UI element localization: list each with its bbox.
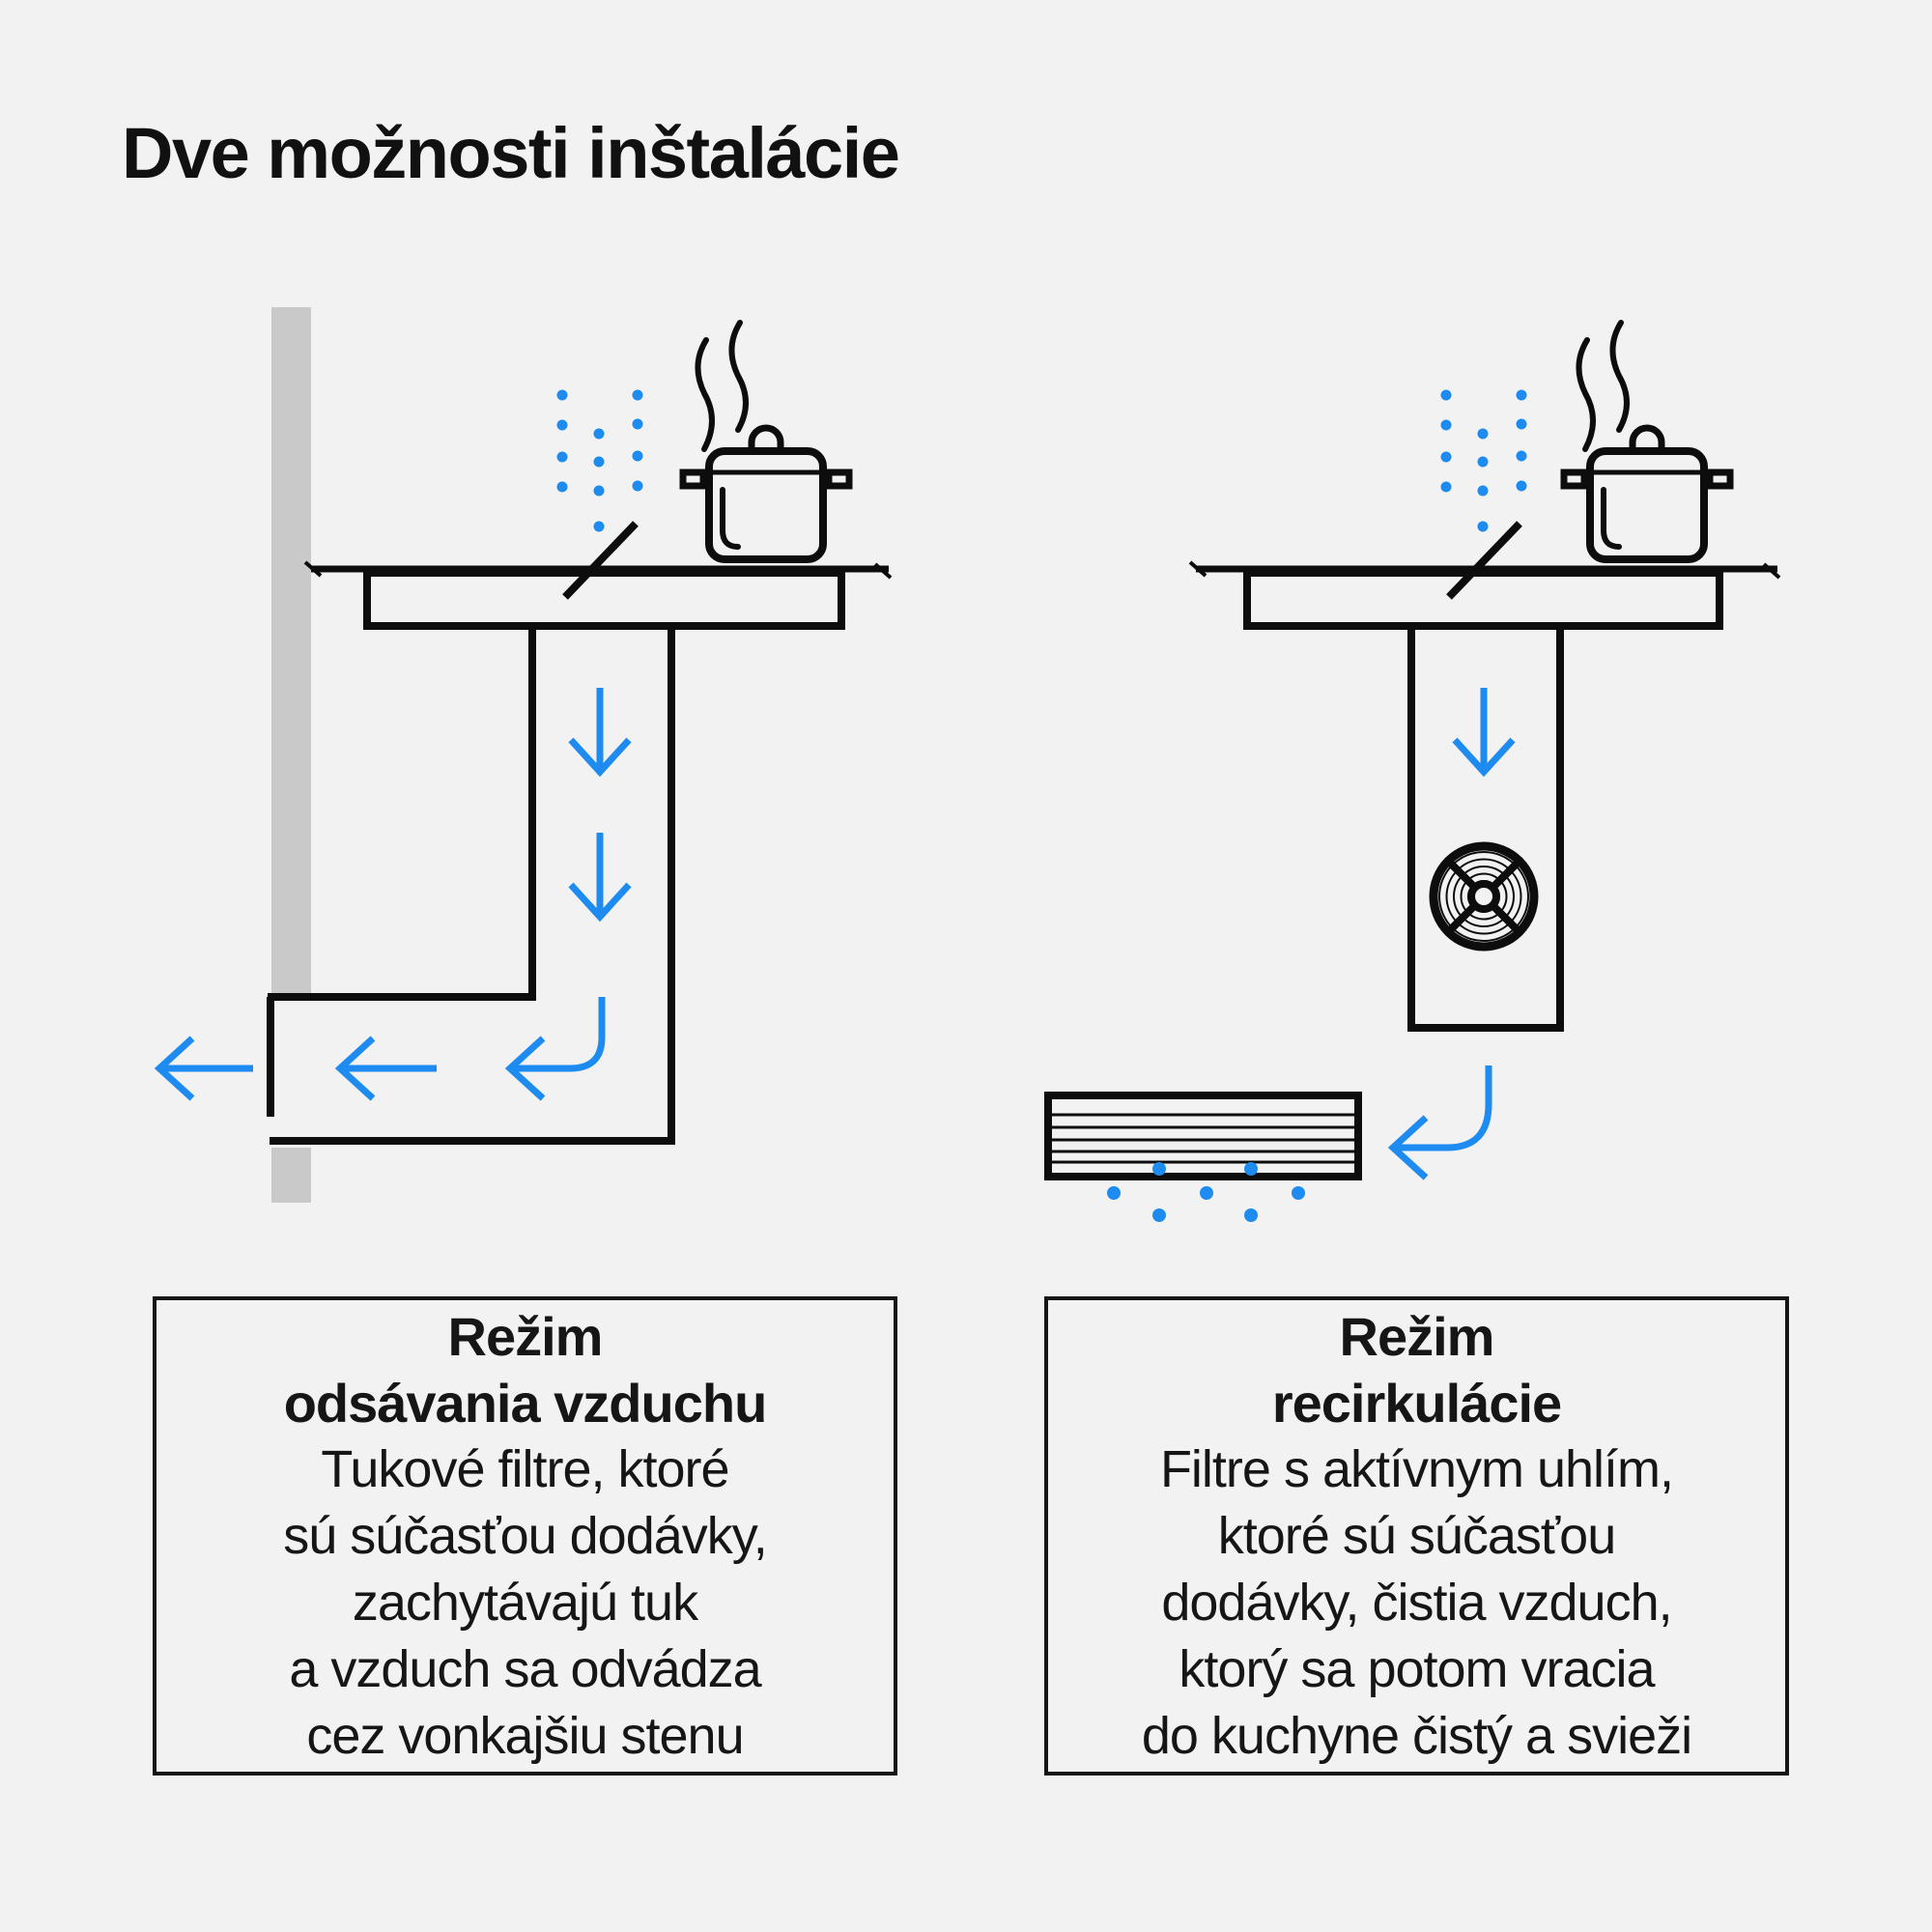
recirculation-body-line: Filtre s aktívnym uhlím, [1159, 1439, 1674, 1498]
vapor-dots-icon [556, 389, 643, 532]
outer-wall [271, 307, 311, 993]
exhaust-heading-line2: odsávania vzduchu [283, 1372, 768, 1434]
vapor-dots-icon [1440, 389, 1527, 532]
recirculation-mode-diagram [1044, 320, 1781, 1222]
exhaust-duct [267, 630, 675, 1145]
hood-body [363, 569, 845, 630]
recirculation-duct [1407, 630, 1564, 1032]
steam-squiggle-icon [695, 320, 749, 452]
exhaust-mode-caption-box: Režim odsávania vzduchu Tukové filtre, k… [153, 1296, 897, 1776]
page-title: Dve možnosti inštalácie [122, 113, 900, 193]
exhaust-body-line: zachytávajú tuk [352, 1573, 698, 1632]
recirculation-body-line: ktorý sa potom vracia [1179, 1639, 1655, 1698]
recirculation-heading-line2: recirkulácie [1271, 1372, 1562, 1434]
exhaust-body-line: sú súčasťou dodávky, [283, 1506, 768, 1565]
fan-rotor-icon [1429, 841, 1539, 952]
steam-squiggle-icon [1576, 320, 1630, 452]
exhaust-body-line: Tukové filtre, ktoré [321, 1439, 729, 1498]
recirculation-body-line: do kuchyne čistý a svieži [1141, 1706, 1692, 1765]
cooking-pot-icon [1560, 424, 1734, 563]
exhaust-heading-line1: Režim [447, 1305, 604, 1367]
exhaust-mode-diagram [154, 307, 893, 1203]
recirculation-body-line: ktoré sú súčasťou [1217, 1506, 1616, 1565]
recirculation-body-line: dodávky, čistia vzduch, [1161, 1573, 1672, 1632]
recirculation-mode-caption-box: Režim recirkulácie Filtre s aktívnym uhl… [1044, 1296, 1789, 1776]
exhaust-body-line: cez vonkajšiu stenu [306, 1706, 744, 1765]
airflow-curve-arrow-icon [1387, 1065, 1492, 1180]
cooking-pot-icon [679, 424, 853, 563]
intake-slash-icon [1446, 521, 1522, 600]
airflow-arrows [154, 688, 632, 1101]
intake-slash-icon [562, 521, 639, 600]
recirculation-heading-line1: Režim [1339, 1305, 1495, 1367]
airflow-down-arrow-icon [1452, 688, 1516, 778]
outer-wall-below-duct [271, 1148, 311, 1203]
airflow-curve-arrow-icon [514, 997, 606, 1072]
hood-body [1243, 569, 1723, 630]
carbon-filter-icon [1044, 1092, 1362, 1180]
exhaust-body-line: a vzduch sa odvádza [289, 1639, 761, 1698]
clean-air-dots-icon [1107, 1162, 1305, 1222]
